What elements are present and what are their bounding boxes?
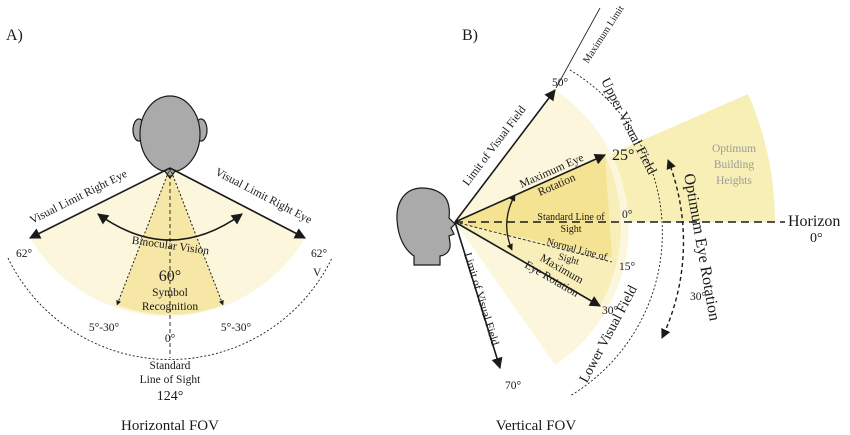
vertical-fov-panel: B) Maximum Limit 50° Limit of Visua bbox=[396, 4, 840, 434]
standard-los-line2: Line of Sight bbox=[140, 374, 201, 386]
visual-limit-right-arrow bbox=[169, 167, 306, 239]
optimum-inner-fan bbox=[455, 155, 612, 258]
optimum-building-line1: Optimum bbox=[712, 143, 756, 155]
horizontal-outer-dotted-arc bbox=[7, 257, 333, 360]
binocular-vision-arc bbox=[97, 213, 243, 241]
deg-50-label: 50° bbox=[552, 77, 569, 89]
head-side-view-icon bbox=[396, 187, 456, 266]
range-left-label: 5°-30° bbox=[89, 322, 120, 334]
normal-line-of-sight bbox=[454, 221, 613, 263]
horizon-label: Horizon bbox=[788, 213, 840, 230]
symbol-recognition-line1: Symbol bbox=[152, 287, 188, 299]
v-mark-label: V bbox=[313, 267, 322, 279]
deg-30-outer-label: 30° bbox=[690, 291, 707, 303]
panel-label-b: B) bbox=[462, 27, 478, 44]
horizontal-fov-panel: A) Visual Limit Right Eye Visual Limit R… bbox=[6, 27, 333, 434]
deg-30-inner-label: 30° bbox=[602, 305, 619, 317]
standard-los-line1-v: Standard Line of bbox=[537, 212, 605, 223]
eye-rotation-range-arc bbox=[506, 194, 516, 251]
deg-15-label: 15° bbox=[619, 261, 636, 273]
normal-los-line2: Sight bbox=[557, 252, 580, 268]
visual-limit-left-arrow bbox=[28, 167, 171, 239]
upper-limit-arrow bbox=[454, 89, 556, 223]
standard-los-line1: Standard bbox=[150, 360, 191, 372]
max-eye-rotation-up-arrow bbox=[454, 153, 607, 223]
right-62-label: 62° bbox=[311, 248, 328, 260]
vertical-fov-caption: Vertical FOV bbox=[496, 418, 577, 434]
optimum-building-line3: Heights bbox=[716, 175, 752, 187]
deg-0-inner-label: 0° bbox=[622, 209, 633, 221]
head-top-view-icon bbox=[132, 95, 208, 179]
deg-70-label: 70° bbox=[505, 380, 522, 392]
optimum-building-line2: Building bbox=[714, 159, 755, 171]
symbol-recognition-line2: Recognition bbox=[142, 301, 198, 313]
maximum-limit-label: Maximum Limit bbox=[581, 4, 627, 66]
optimum-eye-rotation-arc bbox=[661, 159, 685, 339]
symbol-degree-label: 60° bbox=[159, 268, 181, 285]
left-62-label: 62° bbox=[16, 248, 33, 260]
total-degree-label: 124° bbox=[157, 389, 184, 404]
standard-los-line2-v: Sight bbox=[560, 224, 581, 235]
horizon-degree-label: 0° bbox=[810, 231, 823, 246]
panel-label-a: A) bbox=[6, 27, 23, 44]
max-eye-rotation-down-arrow bbox=[454, 221, 601, 307]
vertical-outer-dotted-arc bbox=[569, 69, 663, 397]
horizontal-fov-caption: Horizontal FOV bbox=[121, 418, 219, 434]
lower-limit-arrow bbox=[454, 221, 503, 370]
range-right-label: 5°-30° bbox=[221, 322, 252, 334]
zero-degree-label: 0° bbox=[165, 333, 176, 345]
deg-25-label: 25° bbox=[612, 147, 634, 164]
maximum-limit-line bbox=[555, 7, 601, 89]
